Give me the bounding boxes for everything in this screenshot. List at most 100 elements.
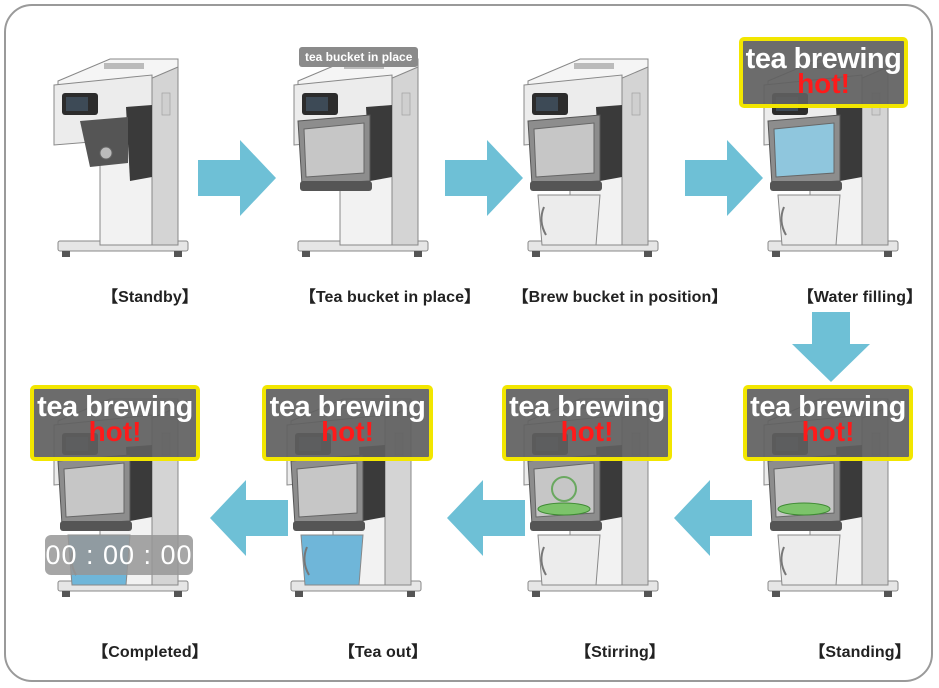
badge-line-1: tea brewing (745, 43, 902, 75)
brewing-badge: tea brewing hot! (30, 385, 200, 461)
side-panel (631, 92, 641, 116)
machine-foot (532, 591, 540, 597)
badge-line-2: hot! (321, 416, 374, 447)
machine-standby (53, 58, 189, 257)
step-stirring: tea brewing hot! 【Stirring】 (502, 385, 720, 675)
pitcher-handle (303, 546, 310, 576)
nozzle (99, 146, 113, 160)
brewing-badge: tea brewing hot! (262, 385, 433, 461)
machine-vent (574, 63, 614, 69)
machine-foot (644, 251, 652, 257)
tea-bucket-window (296, 462, 358, 518)
badge-line-2: hot! (560, 416, 614, 447)
badge-line-1: tea brewing (37, 391, 193, 423)
bucket-holder (126, 105, 152, 181)
bucket-holder (836, 105, 862, 181)
pitcher (537, 194, 601, 246)
machine-foot (174, 251, 182, 257)
bucket-holder (596, 445, 622, 521)
step-tea-out: tea brewing hot! 【Tea out】 (262, 385, 483, 675)
step-brew-bucket: 【Brew bucket in position】 (513, 45, 727, 335)
timer-display: 00 : 00 : 00 (45, 535, 193, 575)
pitcher (537, 534, 601, 586)
machine-foot (884, 591, 892, 597)
badge-line-1: tea brewing (750, 391, 906, 423)
pitcher (777, 534, 841, 586)
step-standing: tea brewing hot! 【Standing】 (743, 385, 939, 675)
machine-foot (772, 591, 780, 597)
bucket-base (60, 521, 132, 531)
side-panel (161, 92, 171, 116)
badge-line-2: hot! (801, 416, 855, 447)
arrow-down-icon (792, 312, 870, 382)
brewing-badge: tea brewing hot! (739, 37, 908, 108)
machine-foot (174, 591, 182, 597)
machine-foot (407, 591, 415, 597)
tea-bucket-window (773, 462, 835, 518)
machine-tea-bucket (293, 58, 429, 257)
display-screen (306, 97, 328, 111)
empty-holder (80, 117, 128, 167)
badge-line-2: hot! (797, 68, 850, 99)
brewing-badge: tea brewing hot! (502, 385, 672, 461)
machine-side (389, 64, 419, 246)
machine-side (149, 64, 179, 246)
stirrer (551, 476, 577, 502)
bucket-base (770, 181, 842, 191)
machine-foot (644, 591, 652, 597)
badge-line-1: tea brewing (269, 391, 426, 423)
tea-bucket-window (533, 462, 595, 518)
pitcher (300, 534, 364, 586)
brewing-badge: tea brewing hot! (743, 385, 913, 461)
pitcher-handle (780, 206, 787, 236)
step-caption-tea-out: 【Tea out】 (338, 644, 428, 661)
arrow-right-icon (685, 140, 763, 216)
pitcher (777, 194, 841, 246)
machine-foot (414, 251, 422, 257)
step-caption-brew-bucket: 【Brew bucket in position】 (512, 289, 728, 306)
step-caption-tea-bucket: 【Tea bucket in place】 (299, 289, 481, 306)
bucket-holder (359, 445, 385, 521)
bucket-base (770, 521, 842, 531)
bucket-holder (126, 445, 152, 521)
bucket-base (530, 521, 602, 531)
display-screen (536, 97, 558, 111)
machine-foot (62, 251, 70, 257)
step-completed: tea brewing hot! 00 : 00 : 00 【Completed… (30, 385, 250, 675)
step-caption-water-filling: 【Water filling】 (797, 289, 923, 306)
machine-foot (532, 251, 540, 257)
step-caption-stirring: 【Stirring】 (575, 644, 665, 661)
machine-side (619, 64, 649, 246)
arrow-left-icon (210, 480, 288, 556)
pitcher-handle (540, 546, 547, 576)
tea-bucket-window (533, 122, 595, 178)
pitcher-handle (540, 206, 547, 236)
tea-leaves (777, 502, 831, 516)
step-water-filling: tea brewing hot! 【Water filling】 (739, 37, 939, 335)
arrow-left-icon (447, 480, 525, 556)
bucket-holder (596, 105, 622, 181)
bucket-base (530, 181, 602, 191)
bucket-holder (836, 445, 862, 521)
step-caption-standing: 【Standing】 (809, 644, 911, 661)
display-screen (66, 97, 88, 111)
tea-bucket-window (773, 122, 835, 178)
machine-foot (295, 591, 303, 597)
side-panel (401, 92, 411, 116)
arrow-right-icon (198, 140, 276, 216)
machine-foot (302, 251, 310, 257)
bucket-base (293, 521, 365, 531)
step-caption-completed: 【Completed】 (92, 644, 208, 661)
bucket-holder (366, 105, 392, 181)
machine-vent (104, 63, 144, 69)
machine-foot (772, 251, 780, 257)
step-standby: 【Standby】 (50, 45, 250, 335)
arrow-left-icon (674, 480, 752, 556)
badge-line-1: tea brewing (509, 391, 665, 423)
tea-leaves (537, 502, 591, 516)
bucket-base (300, 181, 372, 191)
pitcher-handle (780, 546, 787, 576)
machine-foot (884, 251, 892, 257)
tea-bucket-tag: tea bucket in place (299, 47, 419, 67)
tea-bucket-window (303, 122, 365, 178)
